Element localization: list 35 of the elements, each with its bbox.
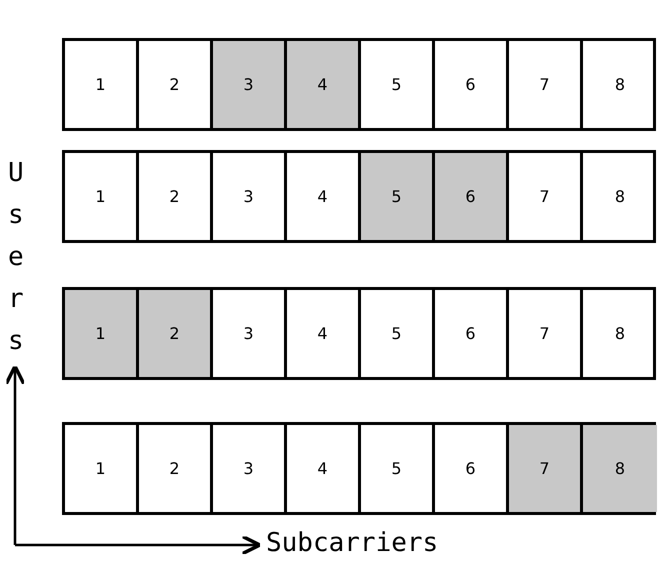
subcarrier-cell: 8 bbox=[583, 290, 657, 377]
subcarrier-cell: 6 bbox=[435, 153, 509, 240]
subcarrier-cell: 7 bbox=[509, 290, 583, 377]
subcarrier-row bbox=[62, 422, 656, 515]
axis-label: Subcarriers bbox=[266, 528, 438, 558]
subcarrier-cell: 8 bbox=[583, 41, 657, 128]
subcarrier-cell: 3 bbox=[213, 290, 287, 377]
axis-label: Users bbox=[8, 157, 25, 358]
subcarrier-row bbox=[62, 150, 656, 243]
subcarrier-cell: 1 bbox=[65, 41, 139, 128]
subcarrier-cell: 6 bbox=[435, 41, 509, 128]
subcarrier-cell: 3 bbox=[213, 41, 287, 128]
subcarrier-cell: 6 bbox=[435, 290, 509, 377]
subcarrier-cell: 5 bbox=[361, 290, 435, 377]
subcarrier-row bbox=[62, 38, 656, 131]
subcarrier-cell: 8 bbox=[583, 153, 657, 240]
subcarrier-cell: 1 bbox=[65, 153, 139, 240]
subcarrier-cell: 2 bbox=[139, 290, 213, 377]
subcarrier-cell: 7 bbox=[509, 41, 583, 128]
subcarrier-cell: 4 bbox=[287, 41, 361, 128]
subcarrier-cell: 5 bbox=[361, 41, 435, 128]
subcarrier-cell: 7 bbox=[509, 425, 583, 512]
subcarrier-cell: 5 bbox=[361, 425, 435, 512]
subcarrier-cell: 5 bbox=[361, 153, 435, 240]
subcarrier-cell: 3 bbox=[213, 425, 287, 512]
subcarrier-cell: 4 bbox=[287, 425, 361, 512]
subcarrier-cell: 8 bbox=[583, 425, 657, 512]
subcarrier-cell: 2 bbox=[139, 425, 213, 512]
subcarrier-cell: 7 bbox=[509, 153, 583, 240]
subcarrier-row bbox=[62, 287, 656, 380]
subcarrier-cell: 4 bbox=[287, 290, 361, 377]
subcarrier-cell: 2 bbox=[139, 153, 213, 240]
subcarrier-cell: 3 bbox=[213, 153, 287, 240]
subcarrier-cell: 1 bbox=[65, 290, 139, 377]
subcarrier-cell: 1 bbox=[65, 425, 139, 512]
